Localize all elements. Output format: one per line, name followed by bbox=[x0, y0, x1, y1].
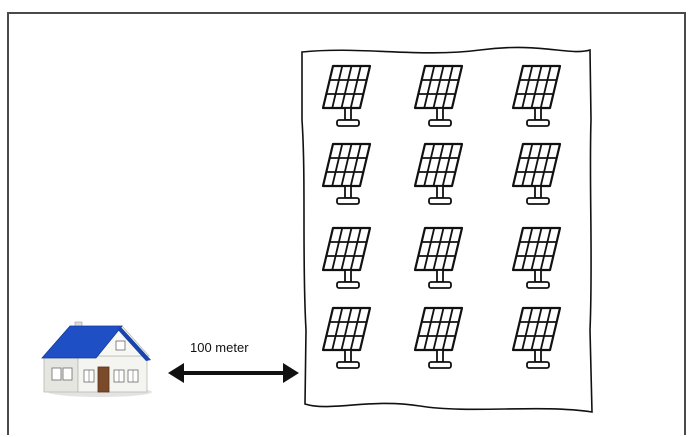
double-arrow-icon bbox=[168, 363, 299, 383]
distance-label: 100 meter bbox=[190, 340, 249, 355]
house-icon bbox=[42, 322, 152, 397]
